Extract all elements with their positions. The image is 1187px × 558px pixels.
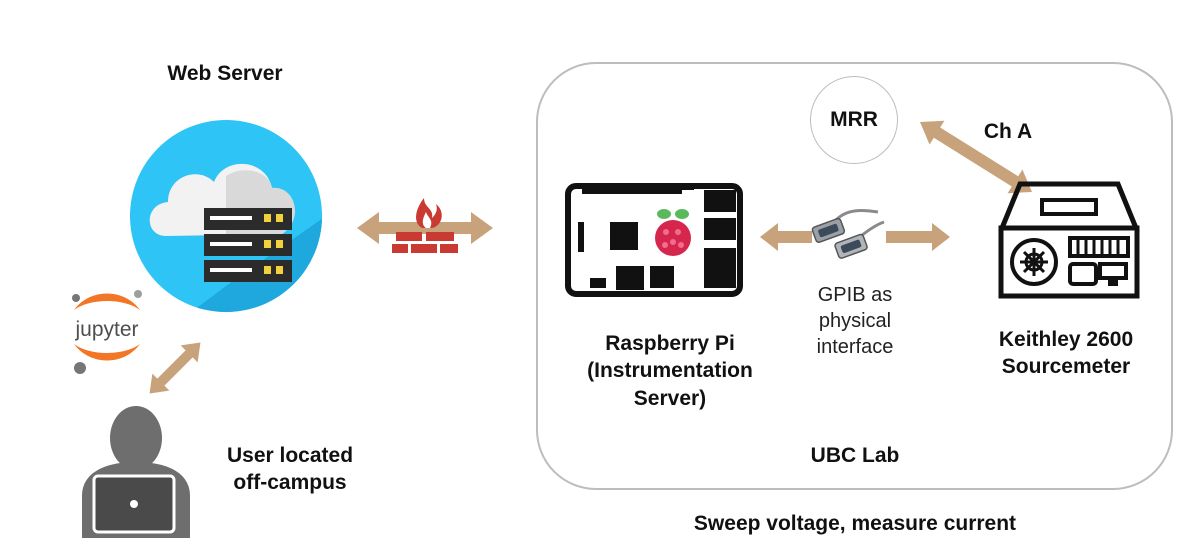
gpib-label-line3: interface [816,336,894,358]
serial-cable-icon [811,208,885,259]
raspberry-pi-label: Raspberry Pi (Instrumentation Server) [560,330,780,412]
pi-label-line1: Raspberry Pi [605,332,735,355]
user-label-line2: off-campus [233,471,347,495]
ubc-lab-container [536,62,1173,490]
arrow-jupyter-user [149,342,201,394]
ubc-lab-label: UBC Lab [810,444,900,467]
arrow-pi-gpib [760,223,812,251]
caption: Sweep voltage, measure current [693,512,1017,535]
keithley-label-line2: Sourcemeter [1001,355,1131,379]
jupyter-logo-text: jupyter [75,318,139,341]
gpib-label: GPIB as physical interface [790,282,920,360]
raspberry-pi-icon [565,183,743,297]
web-server-label: Web Server [167,62,283,85]
user-label-line1: User located [226,444,354,467]
firewall-icon [392,198,458,253]
gpib-label-line1: GPIB as [817,284,893,306]
user-laptop-icon [82,406,190,538]
keithley-label: Keithley 2600 Sourcemeter [966,326,1166,381]
pi-label-line3: Server) [633,386,707,410]
user-label: User located off-campus [200,442,380,497]
jupyter-logo [72,290,142,374]
pi-label-line2: (Instrumentation [587,359,753,383]
mrr-node: MRR [810,76,898,164]
arrow-mrr-keithley [920,120,1032,194]
cloud-server-icon [130,120,322,312]
gpib-label-line2: physical [818,310,892,332]
keithley-label-line1: Keithley 2600 [998,328,1134,351]
arrow-gpib-keithley [886,223,950,251]
sourcemeter-icon [998,181,1140,299]
channel-label: Ch A [983,120,1033,143]
